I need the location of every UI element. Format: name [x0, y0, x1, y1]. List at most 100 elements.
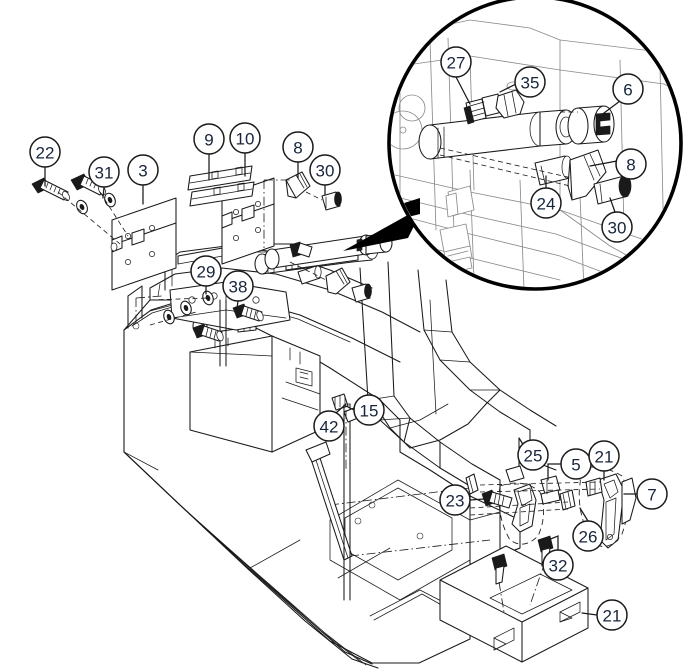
callout-bubble[interactable] [353, 394, 385, 426]
leader-30-detail [609, 197, 616, 213]
callout-bubble[interactable] [612, 73, 644, 105]
bracket-plate-3-right [221, 177, 275, 265]
crossrod-nut [465, 473, 479, 495]
callout-number: 8 [626, 156, 635, 175]
part-22-bolt [31, 177, 70, 202]
callout-number: 15 [360, 402, 379, 421]
part-15-nut [331, 393, 349, 411]
callout-number: 7 [647, 486, 656, 505]
callout-42[interactable]: 42 [313, 410, 345, 442]
part-32-center-line [529, 561, 546, 606]
leader-27 [455, 76, 471, 105]
callout-number: 30 [608, 219, 627, 238]
callout-bubble[interactable] [309, 154, 341, 186]
mid-right-wedge [325, 267, 351, 295]
callout-25[interactable]: 25 [517, 439, 549, 471]
callout-32[interactable]: 32 [542, 549, 574, 581]
callout-15[interactable]: 15 [353, 394, 385, 426]
callout-23[interactable]: 23 [439, 484, 471, 516]
part-29-washers [163, 290, 214, 325]
callout-bubble[interactable] [439, 484, 471, 516]
callout-number: 21 [603, 607, 622, 626]
callout-detail-24[interactable]: 24 [530, 187, 562, 219]
part-7-lever [621, 477, 637, 525]
main-chassis-assembly [123, 233, 589, 669]
tube-nut-pair [289, 241, 313, 258]
mid-right-assembly-line [289, 261, 327, 281]
callout-number: 23 [446, 492, 465, 511]
callout-detail-27[interactable]: 27 [440, 46, 472, 78]
part-8-wedge-clamp [285, 171, 311, 199]
callout-21[interactable]: 21 [588, 440, 620, 472]
callout-bubble[interactable] [542, 549, 574, 581]
callout-bubble[interactable] [440, 46, 472, 78]
detail-main-shaft [418, 105, 615, 160]
inner-control-box [189, 335, 321, 453]
callout-bubble[interactable] [229, 122, 261, 154]
callout-bubble[interactable] [588, 440, 620, 472]
callout-bubble[interactable] [601, 211, 633, 243]
callout-9[interactable]: 9 [193, 123, 225, 155]
callout-detail-8b[interactable]: 8 [615, 148, 647, 180]
callout-bubble[interactable] [222, 270, 254, 302]
inner-lever-arm [511, 483, 537, 533]
callout-38[interactable]: 38 [222, 270, 254, 302]
callout-8[interactable]: 8 [282, 131, 314, 163]
part-8-assembly-line [263, 179, 292, 248]
callout-bubble[interactable] [636, 478, 668, 510]
part-9-shim-strip [187, 165, 253, 191]
callout-3[interactable]: 3 [127, 154, 159, 186]
bracket-plate-3 [110, 197, 177, 291]
callout-22[interactable]: 22 [29, 136, 61, 168]
callout-bubble[interactable] [514, 66, 546, 98]
part-38-stud-bolt [232, 303, 264, 322]
callout-21b[interactable]: 21 [596, 599, 628, 631]
callout-number: 22 [36, 144, 55, 163]
callout-31[interactable]: 31 [88, 156, 120, 188]
callout-bubble[interactable] [190, 255, 222, 287]
callout-detail-6[interactable]: 6 [612, 73, 644, 105]
callout-number: 38 [229, 278, 248, 297]
part-22-assembly-line [57, 191, 121, 245]
callout-number: 42 [320, 418, 339, 437]
callout-bubble[interactable] [615, 148, 647, 180]
pedal-lever-arm [305, 441, 353, 561]
callout-number: 3 [138, 162, 147, 181]
part-31-washer [104, 192, 116, 208]
callout-30[interactable]: 30 [309, 154, 341, 186]
callout-bubble[interactable] [193, 123, 225, 155]
detail-pointer-wedge [343, 206, 424, 251]
callout-number: 5 [571, 456, 580, 475]
callout-29[interactable]: 29 [190, 255, 222, 287]
callout-number: 26 [579, 528, 598, 547]
callout-7[interactable]: 7 [636, 478, 668, 510]
callout-bubble[interactable] [282, 131, 314, 163]
callout-bubble[interactable] [127, 154, 159, 186]
callout-bubble[interactable] [313, 410, 345, 442]
callout-number: 10 [236, 130, 255, 149]
callout-number: 31 [95, 164, 114, 183]
callout-26[interactable]: 26 [572, 520, 604, 552]
part-10-shim-strip [189, 181, 255, 207]
panel-screw-left [491, 553, 508, 585]
mid-right-bolt [351, 283, 372, 303]
callout-number: 6 [623, 81, 632, 100]
callout-bubble[interactable] [572, 520, 604, 552]
callout-bubble[interactable] [88, 156, 120, 188]
part-30-detail-bolt [593, 174, 632, 205]
callout-number: 21 [595, 448, 614, 467]
callout-bubble[interactable] [596, 599, 628, 631]
leader-8-detail [589, 160, 618, 167]
callout-detail-35[interactable]: 35 [514, 66, 546, 98]
callout-number: 27 [447, 54, 466, 73]
callout-5[interactable]: 5 [560, 448, 592, 480]
part-27-fitting [463, 93, 503, 125]
center-tunnel [359, 261, 557, 487]
callout-bubble[interactable] [29, 136, 61, 168]
callout-10[interactable]: 10 [229, 122, 261, 154]
callout-detail-30b[interactable]: 30 [601, 211, 633, 243]
callout-bubble[interactable] [517, 439, 549, 471]
callout-bubble[interactable] [530, 187, 562, 219]
part-29-center-line [135, 295, 163, 326]
